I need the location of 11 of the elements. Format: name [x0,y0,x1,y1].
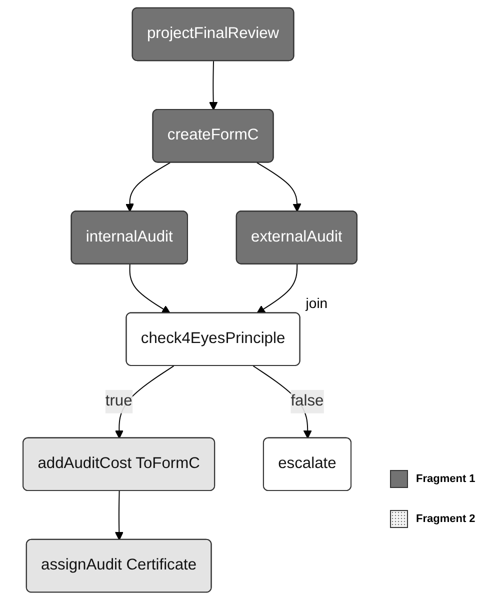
arrow [125,162,171,212]
edge-label: false [290,392,324,410]
legend-label: Fragment 2 [416,513,476,525]
arrow [256,264,298,314]
arrow [256,162,302,212]
arrow [129,264,170,314]
join-label: join [306,294,328,311]
arrow [209,60,218,110]
arrow [114,490,124,540]
legend-label: Fragment 1 [416,473,476,485]
edge-label: true [105,392,132,410]
